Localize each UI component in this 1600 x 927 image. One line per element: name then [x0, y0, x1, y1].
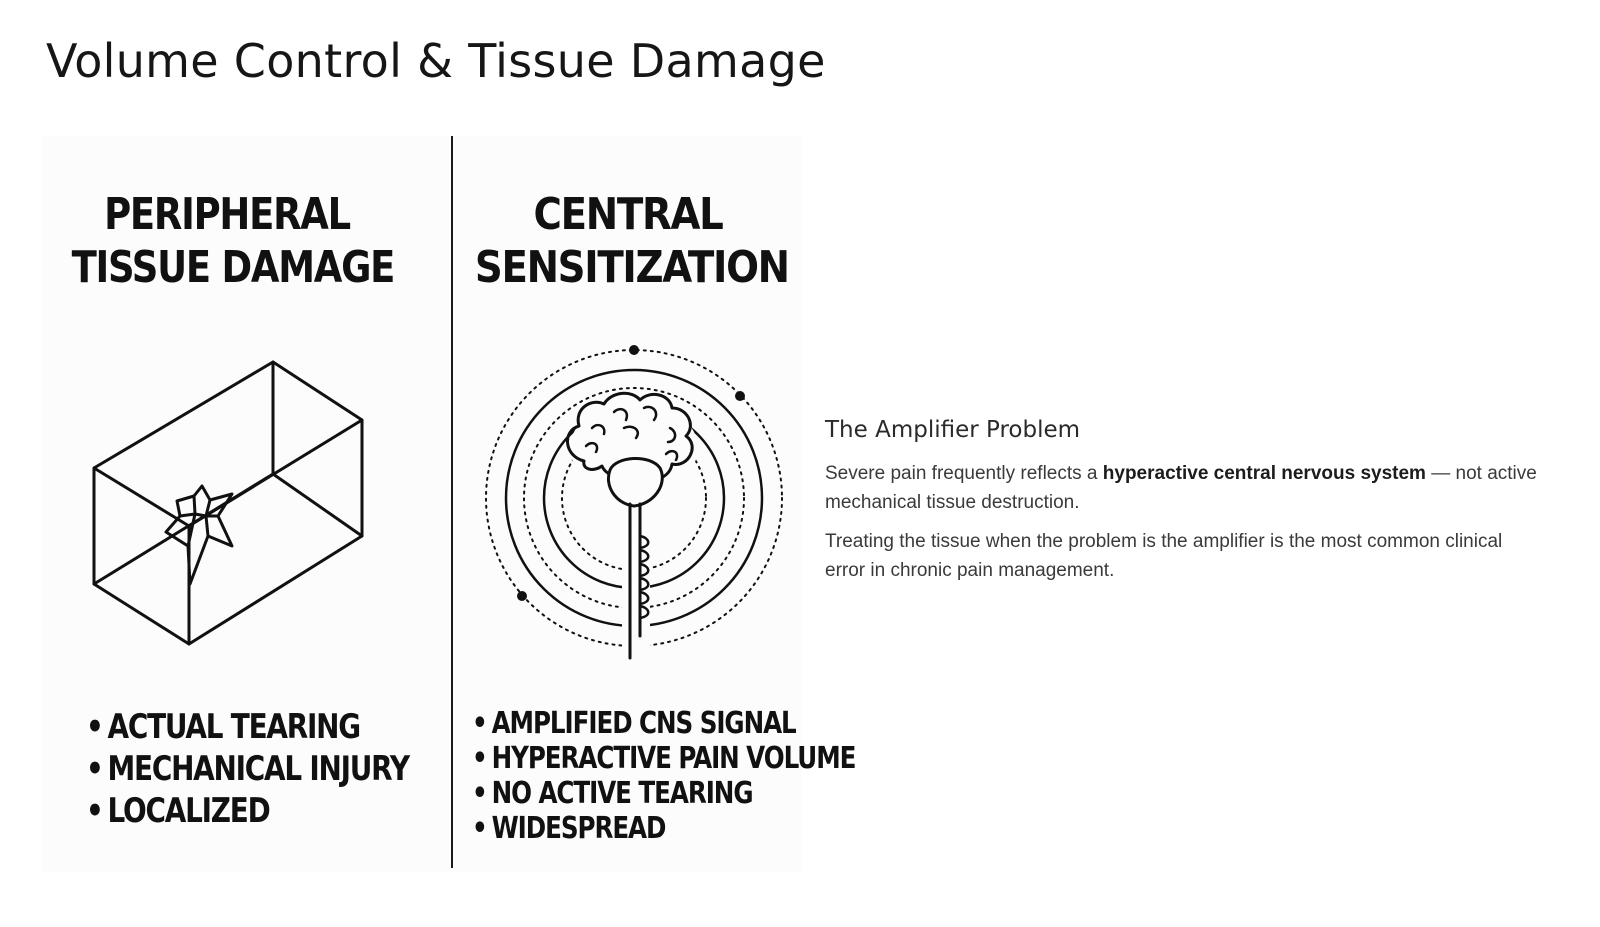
list-item: NO ACTIVE TEARING	[472, 776, 855, 811]
central-heading-line-1: CENTRAL	[533, 189, 724, 240]
list-item: MECHANICAL INJURY	[86, 748, 411, 790]
page-title: Volume Control & Tissue Damage	[46, 34, 826, 88]
list-item: LOCALIZED	[86, 790, 409, 832]
paragraph-2: Treating the tissue when the problem is …	[825, 531, 1503, 581]
peripheral-heading-line-2: TISSUE DAMAGE	[71, 242, 396, 293]
comparison-graphic: PERIPHERAL TISSUE DAMAGE	[42, 136, 857, 872]
section-heading: The Amplifier Problem	[825, 417, 1081, 443]
paragraph-1-emphasis: hyperactive central nervous system	[1102, 463, 1426, 484]
peripheral-panel: PERIPHERAL TISSUE DAMAGE	[42, 136, 412, 872]
paragraph-1-tail: — not active mechanical tissue destructi…	[825, 463, 1537, 513]
central-bullets: AMPLIFIED CNS SIGNAL HYPERACTIVE PAIN VO…	[472, 706, 857, 846]
peripheral-bullets: ACTUAL TEARING MECHANICAL INJURY LOCALIZ…	[86, 706, 411, 832]
list-item: WIDESPREAD	[472, 811, 855, 846]
list-item: AMPLIFIED CNS SIGNAL	[472, 706, 855, 741]
cracked-box-icon	[92, 360, 364, 646]
central-heading-line-2: SENSITIZATION	[474, 242, 790, 293]
paragraph-1: Severe pain frequently reflects a hypera…	[825, 459, 1545, 517]
central-panel: CENTRAL SENSITIZATION	[454, 136, 857, 872]
central-heading: CENTRAL SENSITIZATION	[474, 188, 790, 294]
panel-divider	[451, 136, 453, 868]
list-item: ACTUAL TEARING	[86, 706, 409, 748]
list-item: HYPERACTIVE PAIN VOLUME	[472, 741, 857, 776]
amplifier-explanation: The Amplifier Problem Severe pain freque…	[825, 417, 1545, 595]
peripheral-heading-line-1: PERIPHERAL	[104, 189, 351, 240]
brain-spinal-cord-icon	[485, 345, 783, 676]
paragraph-1-lead: Severe pain frequently reflects a	[825, 463, 1098, 484]
peripheral-heading: PERIPHERAL TISSUE DAMAGE	[71, 188, 396, 294]
